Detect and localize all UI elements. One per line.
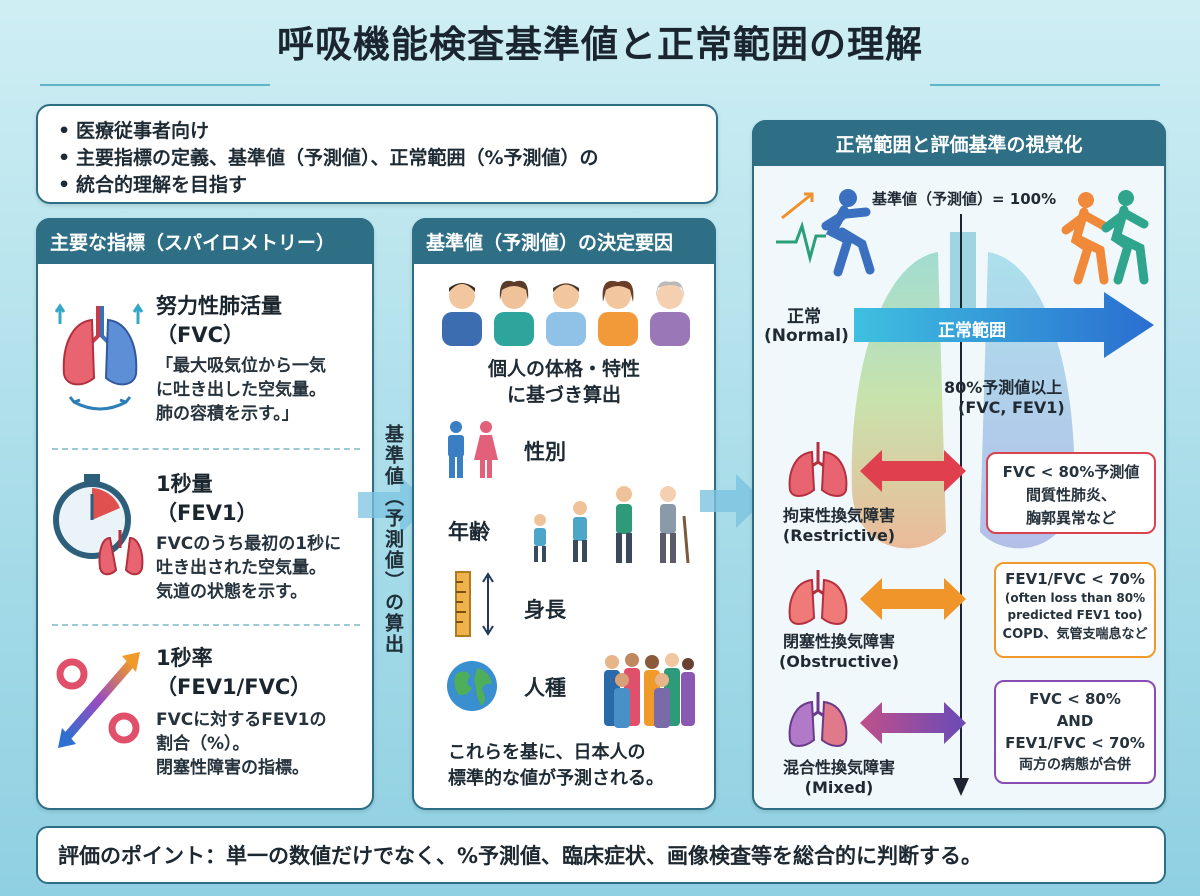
flow-arrow-icon <box>700 474 764 528</box>
factors-subtitle-2: に基づき算出 <box>506 384 621 406</box>
runners-pair-icon <box>1061 190 1149 285</box>
ratio-desc-2: 割合（%）。 <box>156 734 250 754</box>
factor-height: 身長 <box>524 598 566 622</box>
intro-bullet: 主要指標の定義、基準値（予測値）、正常範囲（%予測値）の <box>54 145 700 172</box>
divider <box>52 624 360 626</box>
intro-bullet-cont: 統合的理解を目指す <box>54 172 700 199</box>
metrics-panel-header: 主要な指標（スパイロメトリー） <box>36 218 374 264</box>
normal-label: 正常 <box>787 307 821 327</box>
mixed-criteria-2: FEV1/FVC < 70% <box>1005 734 1145 752</box>
calc-label: 基準値（予測値）の算出 <box>382 424 404 655</box>
fvc-name: 努力性肺活量 <box>156 294 282 318</box>
fev1-desc-2: 吐き出された空気量。 <box>156 558 326 578</box>
threshold-label-sub: (FVC, FEV1) <box>958 398 1065 417</box>
evaluation-panel-header: 正常範囲と評価基準の視覚化 <box>752 120 1166 166</box>
obstructive-example: COPD、気管支喘息など <box>1002 627 1148 642</box>
obstructive-label: 閉塞性換気障害 <box>782 632 895 651</box>
factor-sex: 性別 <box>524 440 566 464</box>
obstructive-note-1: (often loss than 80% <box>1004 591 1146 605</box>
fvc-desc-3: 肺の容積を示す。」 <box>156 404 299 424</box>
restrictive-label: 拘束性換気障害 <box>782 506 895 525</box>
mixed-criteria-box: FVC < 80% AND FEV1/FVC < 70% 両方の病態が合併 <box>994 680 1156 784</box>
threshold-label: 80%予測値以上 <box>944 378 1063 397</box>
fev1-abbr: （FEV1） <box>156 501 258 525</box>
intro-box: 医療従事者向け 主要指標の定義、基準値（予測値）、正常範囲（%予測値）の 統合的… <box>36 104 718 204</box>
fvc-desc-1: 「最大吸気位から一気 <box>156 356 326 376</box>
restrictive-double-arrow <box>860 450 966 492</box>
obstructive-double-arrow <box>860 578 966 620</box>
lungs-expand-icon <box>54 303 144 411</box>
runner-heartbeat-icon <box>776 189 875 277</box>
fev1-desc-1: FVCのうち最初の1秒に <box>156 534 342 554</box>
normal-range-arrow <box>854 292 1154 358</box>
mixed-criteria-1: FVC < 80% <box>1029 690 1121 708</box>
restrictive-criteria-box: FVC < 80%予測値 間質性肺炎、 胸郭異常など <box>986 452 1156 534</box>
ratio-abbr: （FEV1/FVC） <box>156 675 312 699</box>
factors-subtitle-1: 個人の体格・特性 <box>487 358 640 380</box>
evaluation-point-banner: 評価のポイント：単一の数値だけでなく、%予測値、臨床症状、画像検査等を総合的に判… <box>36 826 1166 884</box>
mixed-label: 混合性換気障害 <box>782 758 895 777</box>
obstructive-note-2: predicted FEV1 too) <box>1007 608 1143 622</box>
intro-bullet: 医療従事者向け <box>54 118 700 145</box>
metrics-panel: 主要な指標（スパイロメトリー） 努力性肺活量 （FVC） 「最大吸気位から一気 … <box>36 218 374 810</box>
ruler-icon <box>455 571 494 637</box>
diverse-crowd-icon <box>604 653 695 728</box>
fev1-name: 1秒量 <box>156 472 213 496</box>
factors-footer-2: 標準的な値が予測される。 <box>448 768 664 789</box>
gender-icon <box>448 421 498 478</box>
title-rule-right <box>930 84 1160 86</box>
baseline-arrowhead <box>953 778 969 796</box>
ratio-desc-1: FVCに対するFEV1の <box>156 710 327 730</box>
factors-footer-1: これらを基に、日本人の <box>448 742 646 763</box>
restrictive-label-en: (Restrictive) <box>782 526 896 545</box>
baseline-label: 基準値（予測値）= 100% <box>872 190 1057 208</box>
title-rule-left <box>40 84 270 86</box>
restrictive-lungs-icon <box>788 442 848 497</box>
fev1-desc-3: 気道の状態を示す。 <box>156 582 308 602</box>
obstructive-criteria: FEV1/FVC < 70% <box>1005 570 1145 588</box>
restrictive-criteria: FVC < 80%予測値 <box>1002 463 1140 481</box>
obstructive-criteria-box: FEV1/FVC < 70% (often loss than 80% pred… <box>994 562 1156 658</box>
people-group-icon <box>442 280 690 346</box>
ratio-desc-3: 閉塞性障害の指標。 <box>156 758 309 778</box>
obstructive-lungs-icon <box>788 570 848 625</box>
factor-race: 人種 <box>524 676 566 700</box>
mixed-example: 両方の病態が合併 <box>1019 757 1131 773</box>
stopwatch-icon <box>53 474 144 576</box>
restrictive-example-1: 間質性肺炎、 <box>1025 486 1116 504</box>
mixed-label-en: (Mixed) <box>804 778 874 797</box>
fvc-abbr: （FVC） <box>156 323 245 347</box>
age-progression-icon <box>534 486 690 564</box>
evaluation-panel: 正常範囲と評価基準の視覚化 基準値（予測値）= 100% 正常 (Normal)… <box>752 120 1166 810</box>
percent-icon <box>56 652 140 748</box>
ratio-name: 1秒率 <box>156 646 213 670</box>
mixed-lungs-icon <box>788 692 848 747</box>
factor-age: 年齢 <box>448 520 490 544</box>
factors-panel: 基準値（予測値）の決定要因 個人の体格・特性 に基づき算出 性別 年齢 <box>412 218 716 810</box>
page-title: 呼吸機能検査基準値と正常範囲の理解 <box>277 23 923 66</box>
mixed-criteria-and: AND <box>1056 712 1094 730</box>
fvc-desc-2: に吐き出した空気量。 <box>156 380 326 400</box>
divider <box>52 448 360 450</box>
factors-panel-header: 基準値（予測値）の決定要因 <box>412 218 716 264</box>
normal-label-en: (Normal) <box>764 326 849 346</box>
normal-range-label: 正常範囲 <box>938 321 1006 341</box>
baseline-line <box>960 214 962 784</box>
restrictive-example-2: 胸郭異常など <box>1025 509 1116 527</box>
obstructive-label-en: (Obstructive) <box>778 652 900 671</box>
mixed-double-arrow <box>860 702 966 744</box>
globe-icon <box>447 661 497 711</box>
